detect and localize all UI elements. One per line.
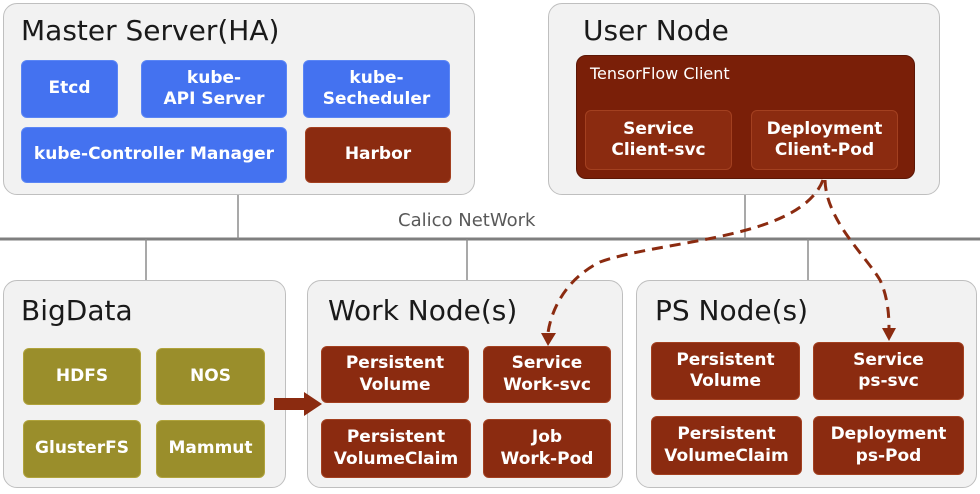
master-server-title: Master Server(HA): [21, 14, 280, 47]
bigdata-to-work-arrow: [274, 392, 322, 416]
client-svc-box: Service Client-svc: [585, 110, 732, 170]
network-label: Calico NetWork: [398, 210, 536, 231]
client-pod-to-work-svc-dashed-arrow: [546, 179, 825, 334]
work-persistent-volume-claim-box: Persistent VolumeClaim: [321, 419, 471, 478]
client-pod-box: Deployment Client-Pod: [751, 110, 898, 170]
work-svc-arrowhead: [541, 333, 556, 346]
ps-persistent-volume-claim-box: Persistent VolumeClaim: [651, 416, 802, 475]
kube-scheduler-box: kube- Secheduler: [303, 60, 450, 118]
work-node-title: Work Node(s): [328, 294, 518, 327]
ps-svc-arrowhead: [882, 328, 896, 341]
etcd-box: Etcd: [21, 60, 118, 118]
glusterfs-box: GlusterFS: [23, 420, 141, 478]
client-pod-to-ps-svc-dashed-arrow: [823, 179, 891, 329]
ps-pod-box: Deployment ps-Pod: [813, 416, 964, 475]
user-node-title: User Node: [583, 14, 729, 47]
kube-controller-manager-box: kube-Controller Manager: [21, 127, 287, 183]
work-persistent-volume-box: Persistent Volume: [321, 346, 469, 403]
bigdata-title: BigData: [21, 294, 133, 327]
ps-svc-box: Service ps-svc: [813, 342, 964, 400]
harbor-box: Harbor: [305, 127, 451, 183]
tensorflow-client-title: TensorFlow Client: [590, 64, 730, 83]
work-pod-box: Job Work-Pod: [483, 419, 611, 478]
ps-node-title: PS Node(s): [655, 294, 809, 327]
hdfs-box: HDFS: [23, 348, 141, 405]
ps-persistent-volume-box: Persistent Volume: [651, 342, 800, 400]
kube-api-server-box: kube- API Server: [141, 60, 287, 118]
nos-box: NOS: [156, 348, 265, 405]
mammut-box: Mammut: [156, 420, 265, 478]
work-svc-box: Service Work-svc: [483, 346, 611, 403]
